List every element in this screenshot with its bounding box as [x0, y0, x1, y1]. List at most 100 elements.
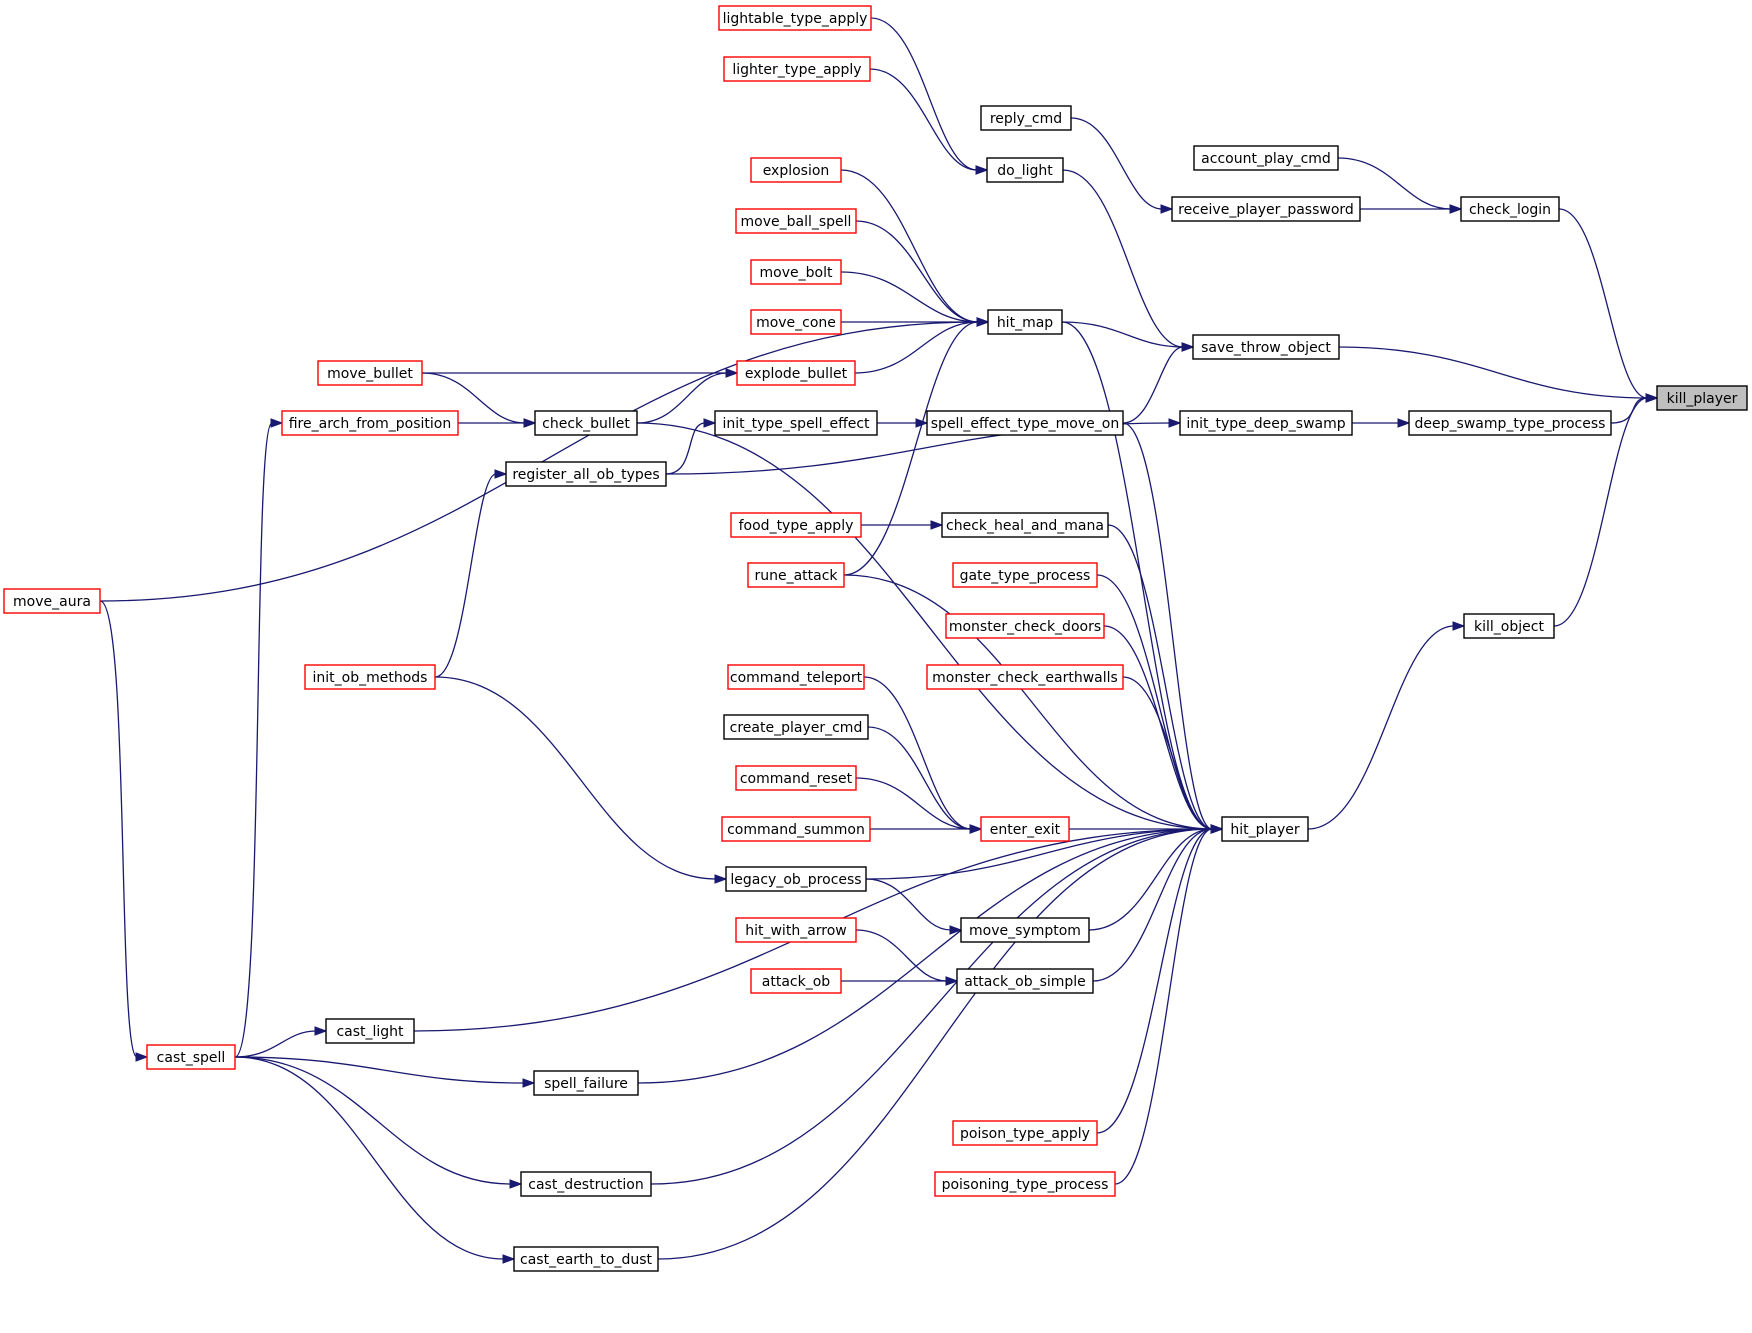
edge-explosion-to-hit_map: [840, 169, 990, 327]
node-register-all-ob-types[interactable]: register_all_ob_types: [505, 461, 667, 487]
node-save-throw-object[interactable]: save_throw_object: [1192, 334, 1340, 360]
node-check-heal-and-mana[interactable]: check_heal_and_mana: [941, 512, 1109, 538]
node-cast-earth-to-dust[interactable]: cast_earth_to_dust: [513, 1246, 659, 1272]
node-command-summon[interactable]: command_summon: [721, 816, 871, 842]
node-label: move_aura: [13, 594, 91, 610]
node-legacy-ob-process[interactable]: legacy_ob_process: [725, 866, 867, 892]
node-rune-attack[interactable]: rune_attack: [747, 562, 845, 588]
node-label: deep_swamp_type_process: [1415, 416, 1606, 432]
node-cast-light[interactable]: cast_light: [325, 1018, 415, 1044]
node-attack-ob[interactable]: attack_ob: [750, 968, 842, 994]
edge-check_bullet-to-hit_player: [636, 422, 1224, 834]
edge-food_type_apply-to-check_heal_and_mana: [861, 520, 944, 530]
edge-spell_failure-to-hit_player: [637, 824, 1224, 1084]
edge-check_bullet-to-explode_bullet: [636, 368, 739, 424]
node-reply-cmd[interactable]: reply_cmd: [980, 105, 1072, 131]
edge-move_symptom-to-hit_player: [1088, 824, 1224, 931]
node-init-type-spell-effect[interactable]: init_type_spell_effect: [714, 410, 878, 436]
node-init-type-deep-swamp[interactable]: init_type_deep_swamp: [1179, 410, 1353, 436]
edge-create_player_cmd-to-enter_exit: [867, 726, 983, 834]
node-check-login[interactable]: check_login: [1460, 196, 1560, 222]
node-create-player-cmd[interactable]: create_player_cmd: [723, 714, 869, 740]
node-label: move_bullet: [327, 366, 413, 382]
edge-lightable_type_apply-to-do_light: [870, 17, 989, 175]
node-command-teleport[interactable]: command_teleport: [727, 664, 865, 690]
node-attack-ob-simple[interactable]: attack_ob_simple: [956, 968, 1094, 994]
node-hit-map[interactable]: hit_map: [987, 309, 1063, 335]
node-label: monster_check_doors: [949, 619, 1101, 635]
edge-init_ob_methods-to-register_all_ob_types: [434, 469, 508, 678]
node-hit-with-arrow[interactable]: hit_with_arrow: [735, 917, 857, 943]
node-init-ob-methods[interactable]: init_ob_methods: [304, 664, 436, 690]
edge-gate_type_process-to-hit_player: [1096, 574, 1224, 834]
node-do-light[interactable]: do_light: [986, 157, 1064, 183]
node-lighter-type-apply[interactable]: lighter_type_apply: [723, 56, 871, 82]
node-explode-bullet[interactable]: explode_bullet: [736, 360, 856, 386]
node-cast-spell[interactable]: cast_spell: [146, 1044, 236, 1070]
edge-legacy_ob_process-to-move_symptom: [865, 878, 963, 935]
node-deep-swamp-type-process[interactable]: deep_swamp_type_process: [1408, 410, 1612, 436]
node-food-type-apply[interactable]: food_type_apply: [730, 512, 862, 538]
edge-move_bolt-to-hit_map: [840, 271, 990, 327]
node-poisoning-type-process[interactable]: poisoning_type_process: [934, 1171, 1116, 1197]
node-move-bullet[interactable]: move_bullet: [317, 360, 423, 386]
node-fire-arch-from-position[interactable]: fire_arch_from_position: [281, 410, 459, 436]
node-label: hit_map: [997, 315, 1053, 331]
edge-attack_ob-to-attack_ob_simple: [841, 976, 959, 986]
node-label: init_type_deep_swamp: [1186, 416, 1345, 432]
node-move-aura[interactable]: move_aura: [3, 588, 101, 614]
node-label: enter_exit: [990, 822, 1061, 838]
edge-monster_check_earthwalls-to-hit_player: [1122, 676, 1224, 834]
edge-check_login-to-kill_player: [1558, 208, 1659, 403]
node-monster-check-earthwalls[interactable]: monster_check_earthwalls: [926, 664, 1124, 690]
edge-save_throw_object-to-kill_player: [1338, 346, 1659, 403]
node-kill-object[interactable]: kill_object: [1463, 613, 1555, 639]
node-poison-type-apply[interactable]: poison_type_apply: [952, 1120, 1098, 1146]
node-lightable-type-apply[interactable]: lightable_type_apply: [718, 5, 872, 31]
node-label: move_ball_spell: [741, 214, 852, 230]
node-monster-check-doors[interactable]: monster_check_doors: [945, 613, 1105, 639]
edge-cast_spell-to-cast_light: [234, 1026, 328, 1058]
node-command-reset[interactable]: command_reset: [735, 765, 857, 791]
node-move-ball-spell[interactable]: move_ball_spell: [735, 208, 857, 234]
node-kill-player[interactable]: kill_player: [1656, 385, 1748, 411]
node-label: poison_type_apply: [960, 1126, 1090, 1142]
edge-cast_spell-to-fire_arch_from_position: [234, 418, 284, 1058]
node-cast-destruction[interactable]: cast_destruction: [520, 1171, 652, 1197]
node-move-cone[interactable]: move_cone: [750, 309, 842, 335]
edge-init_ob_methods-to-legacy_ob_process: [434, 676, 728, 884]
edge-explode_bullet-to-hit_map: [854, 317, 990, 374]
node-spell-effect-type-move-on[interactable]: spell_effect_type_move_on: [926, 410, 1124, 436]
node-gate-type-process[interactable]: gate_type_process: [952, 562, 1098, 588]
edge-init_type_deep_swamp-to-deep_swamp_type_process: [1352, 418, 1411, 428]
node-label: hit_player: [1230, 822, 1300, 838]
node-label: spell_effect_type_move_on: [931, 416, 1119, 432]
node-label: init_ob_methods: [313, 670, 428, 686]
edge-cast_spell-to-spell_failure: [234, 1056, 536, 1088]
node-move-symptom[interactable]: move_symptom: [960, 917, 1090, 943]
node-label: command_summon: [727, 822, 865, 838]
edge-rune_attack-to-hit_map: [843, 317, 990, 576]
node-enter-exit[interactable]: enter_exit: [980, 816, 1070, 842]
node-account-play-cmd[interactable]: account_play_cmd: [1193, 145, 1339, 171]
node-hit-player[interactable]: hit_player: [1221, 816, 1309, 842]
node-check-bullet[interactable]: check_bullet: [534, 410, 638, 436]
node-label: kill_player: [1667, 391, 1738, 407]
edge-command_teleport-to-enter_exit: [863, 676, 983, 834]
node-label: command_reset: [740, 771, 853, 787]
edge-reply_cmd-to-receive_player_password: [1070, 117, 1174, 214]
edge-move_aura-to-cast_spell: [99, 600, 149, 1062]
node-label: account_play_cmd: [1201, 151, 1331, 167]
node-label: spell_failure: [544, 1076, 628, 1092]
node-label: reply_cmd: [990, 111, 1062, 127]
node-label: create_player_cmd: [730, 720, 863, 736]
node-move-bolt[interactable]: move_bolt: [750, 259, 842, 285]
node-receive-player-password[interactable]: receive_player_password: [1171, 196, 1361, 222]
edge-cast_spell-to-cast_destruction: [234, 1056, 523, 1189]
node-spell-failure[interactable]: spell_failure: [533, 1070, 639, 1096]
node-label: cast_spell: [157, 1050, 226, 1066]
node-label: legacy_ob_process: [730, 872, 861, 888]
node-explosion[interactable]: explosion: [750, 157, 842, 183]
node-label: hit_with_arrow: [745, 923, 847, 939]
node-label: rune_attack: [754, 568, 838, 584]
